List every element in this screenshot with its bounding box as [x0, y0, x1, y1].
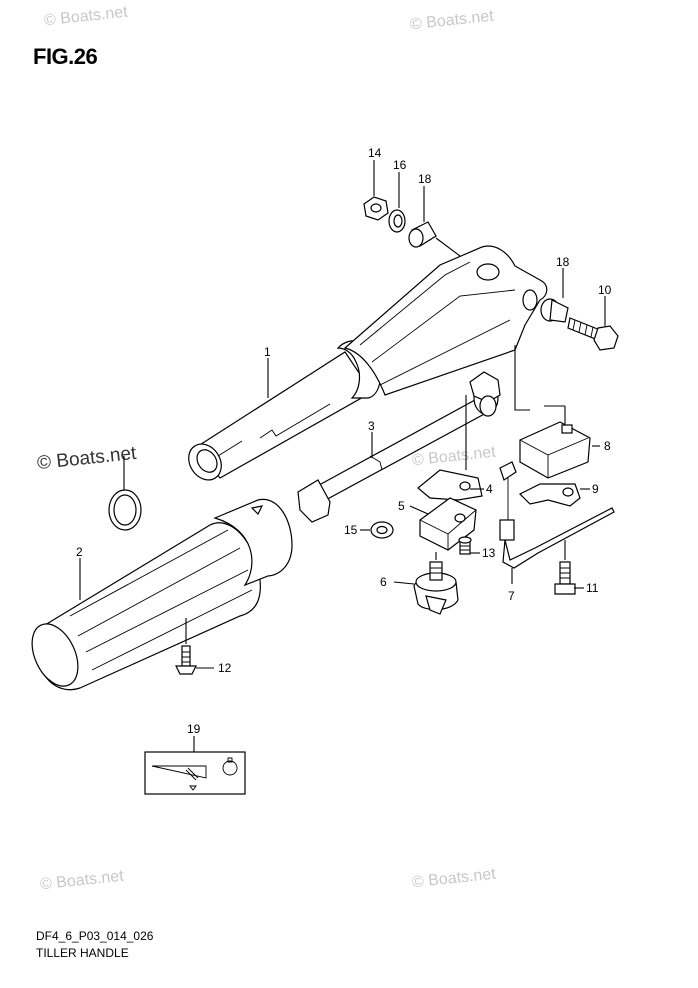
o-ring-part [108, 489, 142, 531]
callout-18-top: 18 [418, 172, 432, 186]
callout-18-right: 18 [556, 255, 570, 269]
diagram-code: DF4_6_P03_014_026 [36, 929, 154, 943]
callout-8: 8 [604, 439, 611, 453]
bushing-right-part [540, 298, 569, 323]
callout-3: 3 [368, 419, 375, 433]
lock-washer-part [370, 521, 394, 539]
callout-14: 14 [368, 146, 382, 160]
adjuster-knob-part [413, 561, 459, 615]
figure-title: FIG.26 [33, 44, 98, 69]
stop-switch-cable-part [499, 461, 615, 569]
bolt-part [567, 317, 619, 351]
callout-13: 13 [482, 546, 496, 560]
screw-small-part [458, 536, 472, 555]
caution-label-part [144, 751, 246, 795]
tiller-arm-part [188, 245, 548, 481]
callout-11: 11 [586, 581, 599, 595]
callout-16: 16 [393, 158, 407, 172]
callout-5: 5 [398, 499, 405, 513]
section-name: TILLER HANDLE [36, 946, 129, 960]
callout-7: 7 [508, 589, 515, 603]
callout-1: 1 [264, 345, 271, 359]
callout-10: 10 [598, 283, 612, 297]
bushing-part [408, 221, 437, 248]
grip-screw-part [175, 645, 197, 675]
callout-9: 9 [592, 482, 599, 496]
callout-19: 19 [187, 722, 201, 736]
plate-part [417, 469, 483, 501]
throttle-shaft-part [297, 371, 501, 523]
switch-block-part [519, 421, 591, 479]
bracket-part [518, 483, 581, 507]
throttle-grip-part [31, 498, 293, 691]
leader-lines [79, 160, 606, 752]
callout-4: 4 [486, 482, 493, 496]
washer-part [388, 209, 406, 233]
callout-15: 15 [344, 523, 358, 537]
callout-labels: 1 2 3 4 5 6 7 8 9 10 11 12 13 14 15 16 1… [76, 146, 612, 736]
callout-12: 12 [218, 661, 232, 675]
callout-6: 6 [380, 575, 387, 589]
nut-part [363, 196, 389, 221]
callout-2: 2 [76, 545, 83, 559]
screw-part [554, 561, 576, 595]
